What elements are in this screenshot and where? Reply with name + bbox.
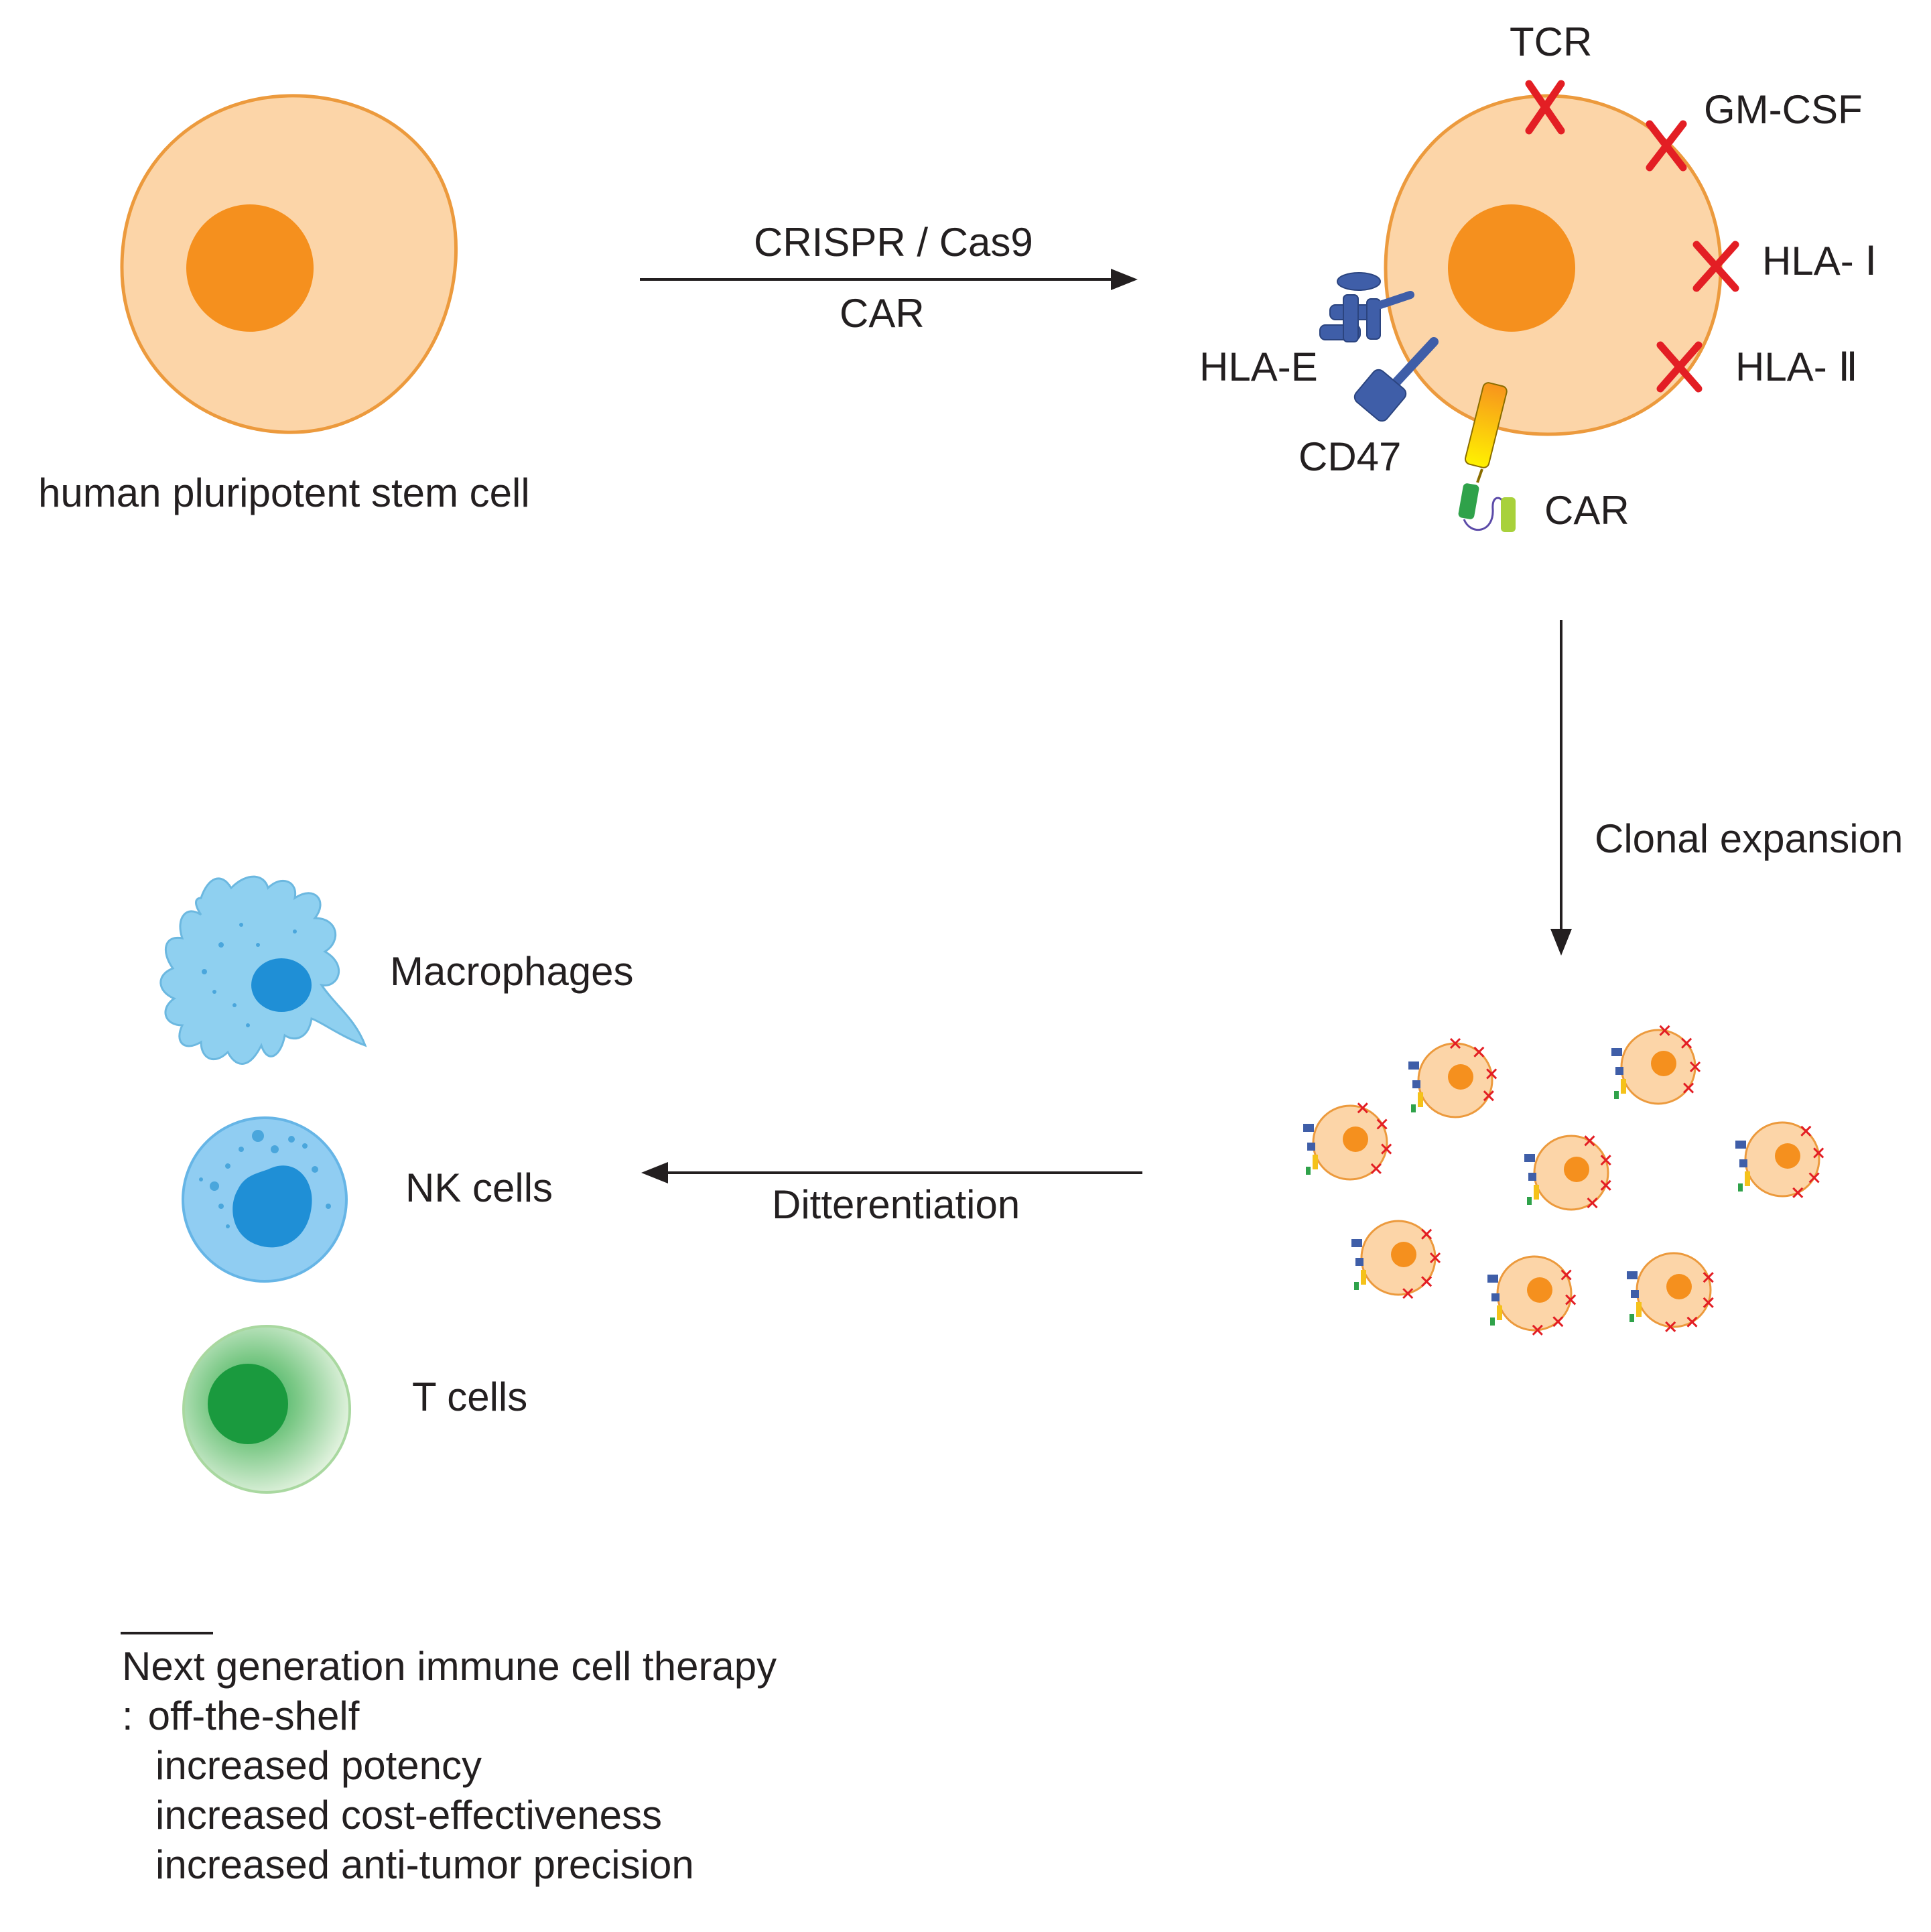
- footnote-item: : off-the-shelf: [122, 1691, 777, 1741]
- expanded-cell: [1735, 1121, 1824, 1198]
- cd47-label: CD47: [1299, 434, 1402, 479]
- cd47-receptor-icon: [1353, 337, 1439, 422]
- car-label: CAR: [1544, 488, 1629, 533]
- gmcsf-label: GM-CSF: [1704, 87, 1863, 132]
- footnote-title: Next generation immune cell therapy: [122, 1644, 777, 1689]
- hla1-label: HLA- Ⅰ: [1762, 239, 1877, 283]
- footnote-item: increased cost-effectiveness: [155, 1793, 662, 1838]
- expanded-cell: [1487, 1255, 1577, 1336]
- hla-e-label: HLA-E: [1199, 344, 1318, 389]
- engineered-cell: [1384, 94, 1723, 436]
- t-cell-nucleus: [208, 1364, 288, 1444]
- hla1-knockout-icon: [1692, 241, 1739, 292]
- nk-cell-icon: [182, 1116, 348, 1283]
- t-cells-label: T cells: [412, 1374, 528, 1419]
- nk-nucleus: [232, 1165, 312, 1248]
- footnote-colon: :: [122, 1693, 133, 1738]
- engineered-cell-nucleus: [1448, 204, 1575, 332]
- editing-label-bottom: CAR: [840, 291, 925, 336]
- expanded-cell: [1408, 1037, 1497, 1118]
- gmcsf-knockout-icon: [1646, 120, 1687, 172]
- expanded-cell-cluster: [1303, 1025, 1824, 1336]
- tcr-label: TCR: [1510, 19, 1593, 64]
- expanded-cell: [1351, 1220, 1441, 1299]
- differentiation-label: Ditterentiation: [772, 1182, 1020, 1227]
- stem-cell-label: human pluripotent stem cell: [38, 470, 530, 515]
- hla-e-receptor-icon: [1319, 272, 1414, 342]
- expanded-cell: [1627, 1252, 1714, 1332]
- expanded-cell: [1524, 1135, 1611, 1211]
- expanded-cell: [1611, 1025, 1701, 1105]
- tcr-knockout-icon: [1525, 80, 1565, 135]
- hla2-knockout-icon: [1656, 341, 1703, 393]
- t-cell-icon: [182, 1325, 351, 1494]
- stem-cell: [120, 94, 458, 434]
- stem-cell-nucleus: [186, 204, 314, 332]
- footnote-item: increased potency: [155, 1743, 482, 1788]
- macrophage-icon: [159, 875, 367, 1065]
- clonal-expansion-label: Clonal expansion: [1595, 816, 1904, 861]
- editing-label-top: CRISPR / Cas9: [754, 220, 1033, 265]
- expanded-cell: [1303, 1102, 1392, 1181]
- footnote: Next generation immune cell therapy : off…: [122, 1642, 777, 1890]
- knockout-marks: [1525, 80, 1739, 393]
- car-receptor-icon: [1458, 382, 1516, 532]
- macrophage-nucleus: [251, 958, 312, 1012]
- footnote-item: increased anti-tumor precision: [155, 1842, 694, 1887]
- nk-cells-label: NK cells: [405, 1165, 553, 1210]
- hla2-label: HLA- Ⅱ: [1735, 344, 1858, 389]
- macrophages-label: Macrophages: [390, 949, 634, 994]
- footnote-item-text: off-the-shelf: [147, 1693, 360, 1738]
